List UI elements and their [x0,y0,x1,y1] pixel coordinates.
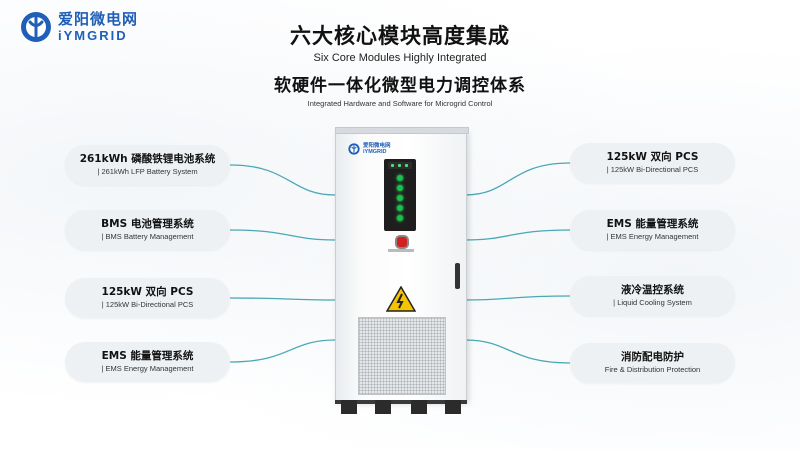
cabinet-foot [341,400,357,414]
connector-left-4 [229,339,336,363]
module-label-en: | 125kW Bi-Directional PCS [606,165,699,175]
ventilation-grille [358,317,446,395]
connector-left-3 [229,297,336,301]
module-ems-right: EMS 能量管理系统 | EMS Energy Management [570,210,735,250]
module-label-en: | 261kWh LFP Battery System [97,167,198,177]
module-label-cn: 125kW 双向 PCS [101,285,194,298]
module-label-cn: 125kW 双向 PCS [606,150,699,163]
cabinet-foot [445,400,461,414]
status-led [397,195,403,201]
page-subtitle-en: Integrated Hardware and Software for Mic… [307,99,493,108]
module-label-cn: 消防配电防护 [621,350,684,363]
module-label-cn: 液冷温控系统 [621,283,684,296]
indicator-bar [388,162,412,169]
module-fire-protection: 消防配电防护 Fire & Distribution Protection [570,343,735,383]
module-label-cn: EMS 能量管理系统 [606,217,699,230]
connector-left-1 [229,164,336,196]
module-label-en: | BMS Battery Management [101,232,194,242]
page-title: 六大核心模块高度集成 [290,24,510,48]
module-label-cn: BMS 电池管理系统 [101,217,194,230]
cabinet-top [335,127,469,134]
logo-icon [21,12,51,42]
module-battery: 261kWh 磷酸铁锂电池系统 | 261kWh LFP Battery Sys… [65,145,230,185]
cabinet-foot [375,400,391,414]
brand-name-en: iYMGRID [58,28,128,43]
energy-storage-cabinet: 爱阳微电网 iYMGRID [335,127,469,402]
warning-icon [386,286,416,312]
module-bms: BMS 电池管理系统 | BMS Battery Management [65,210,230,250]
connector-right-1 [464,162,571,196]
estop-label [388,249,414,252]
module-pcs: 125kW 双向 PCS | 125kW Bi-Directional PCS [65,278,230,318]
module-label-en: | EMS Energy Management [101,364,194,374]
module-label-en: | EMS Energy Management [606,232,699,242]
status-led [397,215,403,221]
module-label-en: | Liquid Cooling System [613,298,692,308]
module-label-cn: 261kWh 磷酸铁锂电池系统 [79,152,216,165]
module-label-en: Fire & Distribution Protection [604,365,701,375]
brand-name-cn: 爱阳微电网 [58,10,139,28]
connector-left-2 [229,229,336,241]
module-liquid-cooling: 液冷温控系统 | Liquid Cooling System [570,276,735,316]
cabinet-base [335,400,467,414]
page-title-en: Six Core Modules Highly Integrated [313,52,487,64]
status-led [397,205,403,211]
control-panel [384,159,416,231]
cabinet-logo: 爱阳微电网 iYMGRID [348,143,391,155]
brand-logo: 爱阳微电网 iYMGRID [20,10,138,44]
module-label-cn: EMS 能量管理系统 [101,349,194,362]
cabinet-foot [411,400,427,414]
connector-right-3 [464,295,571,301]
status-led [397,175,403,181]
page-subtitle: 软硬件一体化微型电力调控体系 [274,76,526,96]
module-ems: EMS 能量管理系统 | EMS Energy Management [65,342,230,382]
status-led [397,185,403,191]
cabinet-logo-cn: 爱阳微电网 [363,143,391,149]
connector-right-4 [464,339,571,364]
logo-icon [348,143,360,155]
cabinet-logo-en: iYMGRID [363,149,387,156]
connector-right-2 [464,229,571,241]
module-label-en: | 125kW Bi-Directional PCS [101,300,194,310]
door-handle [455,263,460,289]
module-pcs-right: 125kW 双向 PCS | 125kW Bi-Directional PCS [570,143,735,183]
emergency-stop-icon [395,235,409,249]
